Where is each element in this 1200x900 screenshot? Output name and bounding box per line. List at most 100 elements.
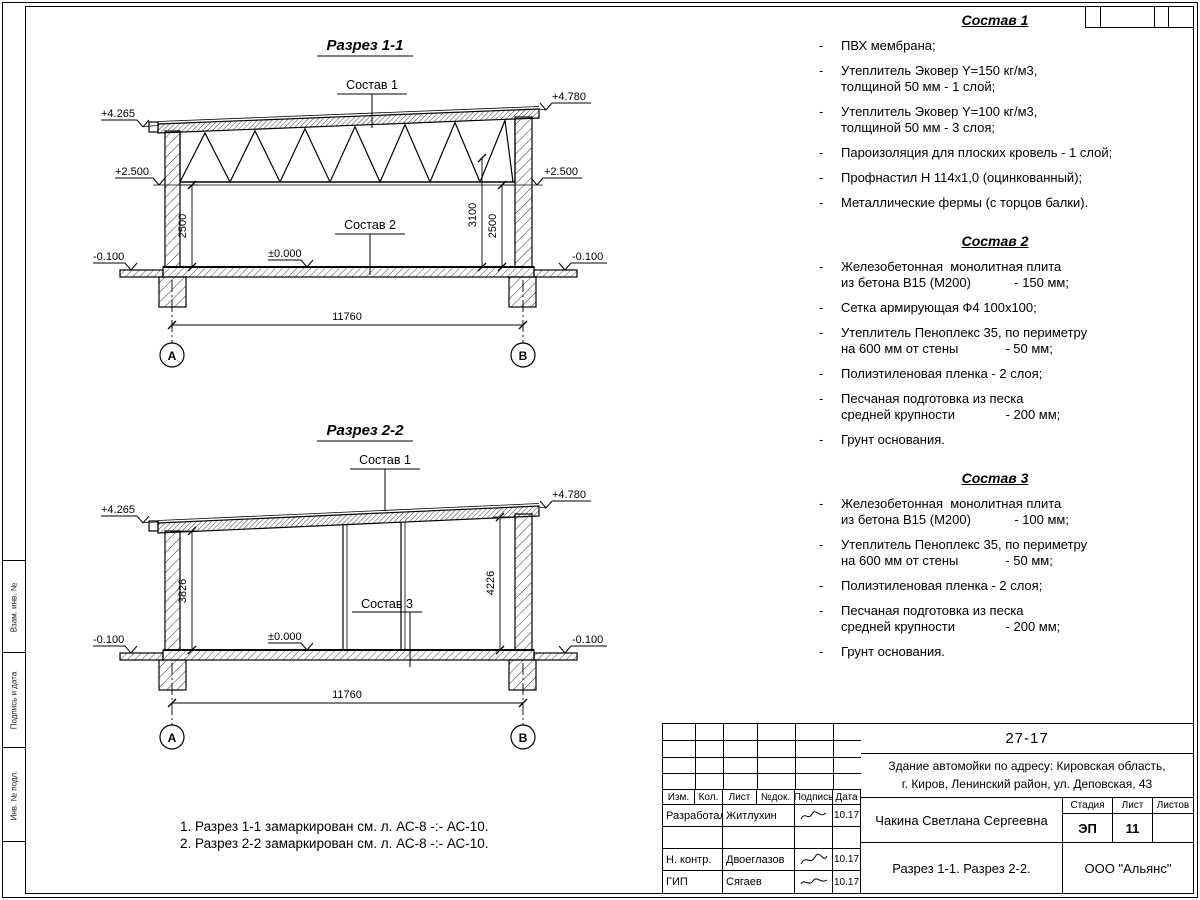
elevation-right-ground: -0.100 [558,634,607,654]
section-title-text: Разрез 2-2 [326,422,404,439]
composition-item-text: Железобетонная монолитная плита из бетон… [841,496,1069,527]
side-strip: Взам. инв. № Подпись и дата Инв. № подл. [3,3,25,897]
section-title: Разрез 1-1 [317,37,413,57]
roof [148,503,540,534]
list-item: - Профнастил Н 114х1,0 (оцинкованный); [795,170,1195,186]
name-cell: Двоеглазов [723,849,795,871]
role-cell [663,827,723,849]
dim-right: 4226 [485,571,497,595]
strip-label: Взам. инв. № [9,582,19,632]
svg-text:+4.780: +4.780 [552,489,586,501]
dim-width: 11760 [332,689,362,701]
elevation-left-ground: -0.100 [93,634,138,654]
svg-text:-0.100: -0.100 [572,634,603,646]
composition-item-text: Сетка армирующая Ф4 100х100; [841,300,1037,315]
composition-item-text: Утеплитель Эковер Y=100 кг/м3, толщиной … [841,104,1038,135]
composition-item-text: Металлические фермы (с торцов балки). [841,195,1089,210]
walls [164,513,533,651]
signature [800,810,826,819]
strip-box-podpis: Подпись и дата [3,652,25,748]
role-cell: Н. контр. [663,849,723,871]
list-item: - Железобетонная монолитная плита из бет… [795,259,1195,291]
svg-text:+2.500: +2.500 [115,166,149,178]
strip-label: Подпись и дата [9,671,19,730]
composition-item-text: Полиэтиленовая пленка - 2 слоя; [841,578,1043,593]
bullet: - [819,38,824,53]
signature [800,878,827,885]
list-item: - Песчаная подготовка из песка средней к… [795,391,1195,423]
floor-slab [119,266,578,308]
doc-number: 27-17 [861,724,1193,754]
svg-text:-0.100: -0.100 [572,251,603,263]
date-cell: 10.17 [833,805,861,827]
elevation-marks: +4.265 +4.780 ±0.000 -0.100 [93,489,607,654]
dim-left: 3826 [177,579,189,603]
dim-left: 2500 [177,214,189,238]
listov-label: Листов [1153,798,1193,814]
list-item: - Песчаная подготовка из песка средней к… [795,603,1195,635]
list-item: - Железобетонная монолитная плита из бет… [795,496,1195,528]
section-1-1-drawing: Разрез 1-1 Состав 1 [93,37,607,368]
col-header-kol: Кол. [695,790,723,805]
composition-item-text: Грунт основания. [841,432,945,447]
col-header-izm: Изм. [663,790,695,805]
company-name: ООО "Альянс" [1084,860,1172,876]
walls [164,116,533,268]
elevation-left-top: +4.265 [101,504,160,524]
inner-frame [25,6,1194,894]
col-header-data: Дата [833,790,861,805]
list-value: 11 [1113,814,1153,843]
svg-text:+4.265: +4.265 [101,108,135,120]
corner-stamp-divider [1168,7,1169,27]
list-item: - Полиэтиленовая пленка - 2 слоя; [795,366,1195,382]
section-title-text: Разрез 1-1 [326,37,403,54]
bullet: - [819,195,824,210]
strip-box-inv: Инв. № подл. [3,747,25,842]
bullet: - [819,259,824,274]
signature [800,853,827,864]
bullet: - [819,104,824,119]
callout-floor-text: Состав 2 [344,218,396,232]
compositions-panel: Состав 1 - ПВХ мембрана; - Утеплитель Эк… [795,12,1195,682]
elevation-left-top: +4.265 [101,108,160,128]
bullet: - [819,325,824,340]
composition-item-text: Утеплитель Эковер Y=150 кг/м3, толщиной … [841,63,1038,94]
elevation-left-mid: +2.500 [115,166,166,186]
name-cell: Житлухин [723,805,795,827]
col-header-ndok: №док. [757,790,795,805]
date-cell [833,827,861,849]
object-name: Здание автомойки по адресу: Кировская об… [861,754,1193,798]
svg-text:-0.100: -0.100 [93,251,124,263]
composition-item-text: Профнастил Н 114х1,0 (оцинкованный); [841,170,1083,185]
roof [148,106,540,134]
composition-item-text: Пароизоляция для плоских кровель - 1 сло… [841,145,1113,160]
elevation-right-mid: +2.500 [530,166,582,186]
engineer-name: Чакина Светлана Сергеевна [861,798,1063,843]
callout-roof: Состав 1 [350,453,420,511]
listov-value [1153,814,1193,843]
list-label: Лист [1113,798,1153,814]
callout-roof-text: Состав 1 [346,78,398,92]
axis-a-label: А [168,731,177,745]
bullet: - [819,63,824,78]
list-item: - Сетка армирующая Ф4 100х100; [795,300,1195,316]
dim-width: 11760 [332,311,362,323]
composition-item-text: ПВХ мембрана; [841,38,936,53]
stage-label: Стадия [1063,798,1113,814]
composition-3: Состав 3 - Железобетонная монолитная пли… [795,470,1195,660]
strip-label: Инв. № подл. [9,770,19,820]
composition-item-text: Грунт основания. [841,644,945,659]
list-item: - Утеплитель Эковер Y=150 кг/м3, толщино… [795,63,1195,95]
elevation-right-ground: -0.100 [558,251,607,271]
note-line-2: 2. Разрез 2-2 замаркирован см. л. АС-8 -… [180,836,489,851]
composition-item-text: Утеплитель Пеноплекс 35, по периметру на… [841,325,1088,356]
date-cell: 10.17 [833,849,861,871]
corner-stamp [1085,6,1194,28]
signature-cell [795,805,833,827]
composition-item-text: Утеплитель Пеноплекс 35, по периметру на… [841,537,1088,568]
elevation-zero: ±0.000 [268,248,314,268]
callout-floor: Состав 2 [335,218,405,275]
sheet-title: Разрез 1-1. Разрез 2-2. [861,843,1063,893]
bullet: - [819,366,824,381]
